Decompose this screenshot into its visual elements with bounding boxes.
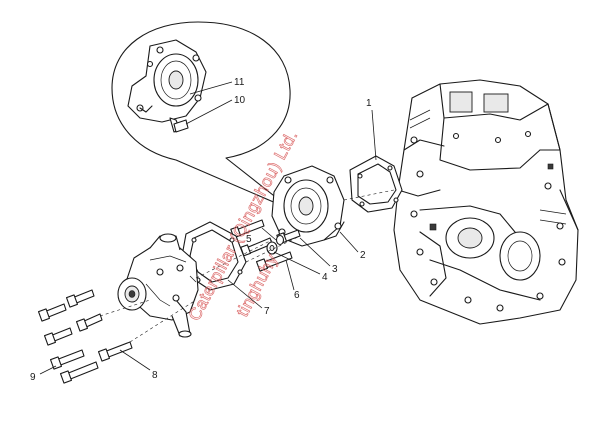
small-bolts-group — [230, 219, 301, 272]
long-bolt-g — [59, 361, 99, 384]
callout-6: 6 — [294, 290, 300, 301]
callouts: 1 2 3 4 5 6 7 8 9 — [30, 98, 372, 383]
long-bolt-c — [43, 327, 73, 346]
water-pump — [117, 233, 199, 338]
gasket-rear — [349, 155, 403, 213]
long-bolt-a — [37, 303, 67, 322]
long-bolt-b — [65, 289, 95, 308]
bolt-6 — [255, 251, 293, 272]
callout-3: 3 — [332, 264, 338, 275]
long-bolt-f — [97, 341, 133, 362]
callout-10: 10 — [234, 95, 246, 106]
callout-9: 9 — [30, 372, 36, 383]
long-bolt-d — [75, 313, 103, 332]
detail-inset: 11 10 — [111, 21, 293, 211]
long-bolt-e — [49, 349, 85, 370]
callout-5: 5 — [246, 234, 252, 245]
callout-7: 7 — [264, 306, 270, 317]
callout-2: 2 — [360, 250, 366, 261]
cover-plate — [271, 165, 345, 247]
inset-cover-plate — [127, 39, 207, 123]
callout-8: 8 — [152, 370, 158, 381]
assembly-lines — [99, 189, 395, 343]
callout-11: 11 — [234, 77, 245, 88]
long-bolts-group — [37, 289, 133, 384]
gasket-front — [181, 221, 247, 291]
inset-dowel-pin — [169, 117, 189, 133]
leader-lines — [39, 109, 377, 375]
engine-block — [393, 79, 579, 325]
callout-1: 1 — [366, 98, 372, 109]
callout-4: 4 — [322, 272, 328, 283]
